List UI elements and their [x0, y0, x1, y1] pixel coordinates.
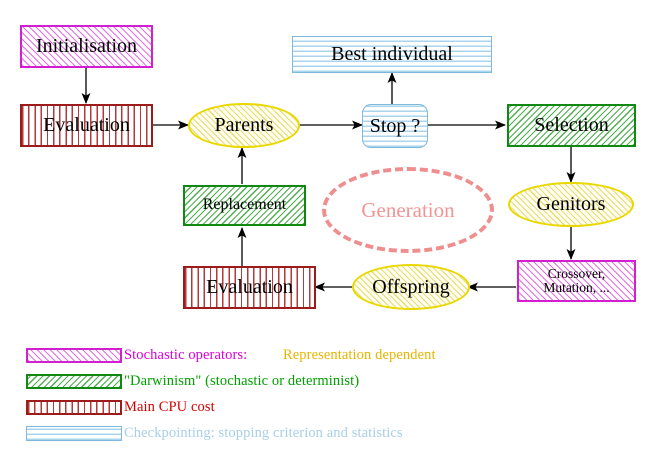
legend-swatch-magenta-hatch: [26, 347, 122, 363]
node-stop[interactable]: Stop ?: [362, 104, 428, 148]
node-selection-label: Selection: [534, 114, 609, 137]
node-offspring[interactable]: Offspring: [352, 264, 470, 310]
node-crossover-mutation-label: Crossover, Mutation, ...: [543, 266, 610, 295]
legend-label-checkpointing: Checkpointing: stopping criterion and st…: [124, 424, 403, 441]
node-replacement[interactable]: Replacement: [183, 185, 306, 226]
node-genitors[interactable]: Genitors: [508, 182, 634, 227]
legend: Stochastic operators: Representation dep…: [0, 336, 662, 456]
legend-row-checkpointing: Checkpointing: stopping criterion and st…: [0, 420, 662, 446]
legend-row-darwinism: "Darwinism" (stochastic or determinist): [0, 368, 662, 394]
node-genitors-label: Genitors: [536, 193, 606, 216]
node-best-individual[interactable]: Best individual: [292, 36, 492, 73]
node-evaluation-bottom-label: Evaluation: [206, 276, 293, 299]
node-stop-label: Stop ?: [369, 114, 421, 137]
node-initialisation-label: Initialisation: [35, 35, 138, 58]
legend-row-stochastic: Stochastic operators: Representation dep…: [0, 342, 662, 368]
node-generation-label: Generation: [361, 197, 455, 222]
legend-label-stochastic-operators: Stochastic operators:: [124, 346, 248, 363]
node-initialisation[interactable]: Initialisation: [20, 25, 153, 68]
legend-label-darwinism: "Darwinism" (stochastic or determinist): [124, 372, 360, 389]
node-parents[interactable]: Parents: [188, 103, 300, 148]
node-evaluation-top-label: Evaluation: [43, 114, 130, 137]
legend-swatch-blue-hatch: [26, 425, 122, 441]
node-evaluation-top[interactable]: Evaluation: [20, 104, 153, 147]
legend-swatch-red-hatch: [26, 399, 122, 415]
node-offspring-label: Offspring: [372, 275, 450, 298]
legend-swatch-green-hatch: [26, 373, 122, 389]
legend-row-cpu-cost: Main CPU cost: [0, 394, 662, 420]
node-selection[interactable]: Selection: [507, 104, 636, 147]
node-parents-label: Parents: [214, 114, 274, 137]
node-replacement-label: Replacement: [202, 196, 287, 214]
node-generation: Generation: [322, 167, 494, 253]
node-crossover-mutation[interactable]: Crossover, Mutation, ...: [517, 260, 636, 302]
node-best-individual-label: Best individual: [331, 43, 453, 66]
legend-label-main-cpu-cost: Main CPU cost: [124, 398, 215, 415]
legend-label-representation-dependent: Representation dependent: [283, 346, 436, 363]
node-evaluation-bottom[interactable]: Evaluation: [183, 266, 316, 309]
